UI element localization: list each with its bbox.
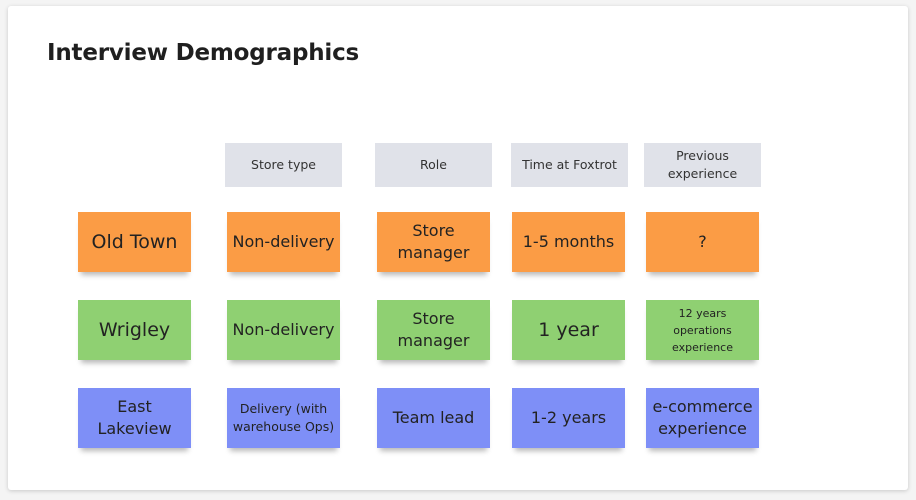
- sticky-note-store-type[interactable]: Non-delivery: [227, 212, 340, 272]
- sticky-note-store-type[interactable]: Non-delivery: [227, 300, 340, 360]
- sticky-note-time[interactable]: 1-2 years: [512, 388, 625, 448]
- sticky-note-experience[interactable]: 12 years operations experience: [646, 300, 759, 360]
- sticky-note-location[interactable]: Wrigley: [78, 300, 191, 360]
- sticky-note-store-type[interactable]: Delivery (with warehouse Ops): [227, 388, 340, 448]
- sticky-note-location[interactable]: Old Town: [78, 212, 191, 272]
- sticky-note-location[interactable]: East Lakeview: [78, 388, 191, 448]
- header-previous-experience[interactable]: Previous experience: [644, 143, 761, 187]
- header-store-type[interactable]: Store type: [225, 143, 342, 187]
- sticky-note-role[interactable]: Team lead: [377, 388, 490, 448]
- sticky-note-experience[interactable]: ?: [646, 212, 759, 272]
- sticky-note-role[interactable]: Store manager: [377, 300, 490, 360]
- header-role[interactable]: Role: [375, 143, 492, 187]
- sticky-note-time[interactable]: 1-5 months: [512, 212, 625, 272]
- board-title: Interview Demographics: [47, 40, 360, 66]
- header-time-at-foxtrot[interactable]: Time at Foxtrot: [511, 143, 628, 187]
- sticky-note-role[interactable]: Store manager: [377, 212, 490, 272]
- sticky-note-experience[interactable]: e-commerce experience: [646, 388, 759, 448]
- sticky-note-time[interactable]: 1 year: [512, 300, 625, 360]
